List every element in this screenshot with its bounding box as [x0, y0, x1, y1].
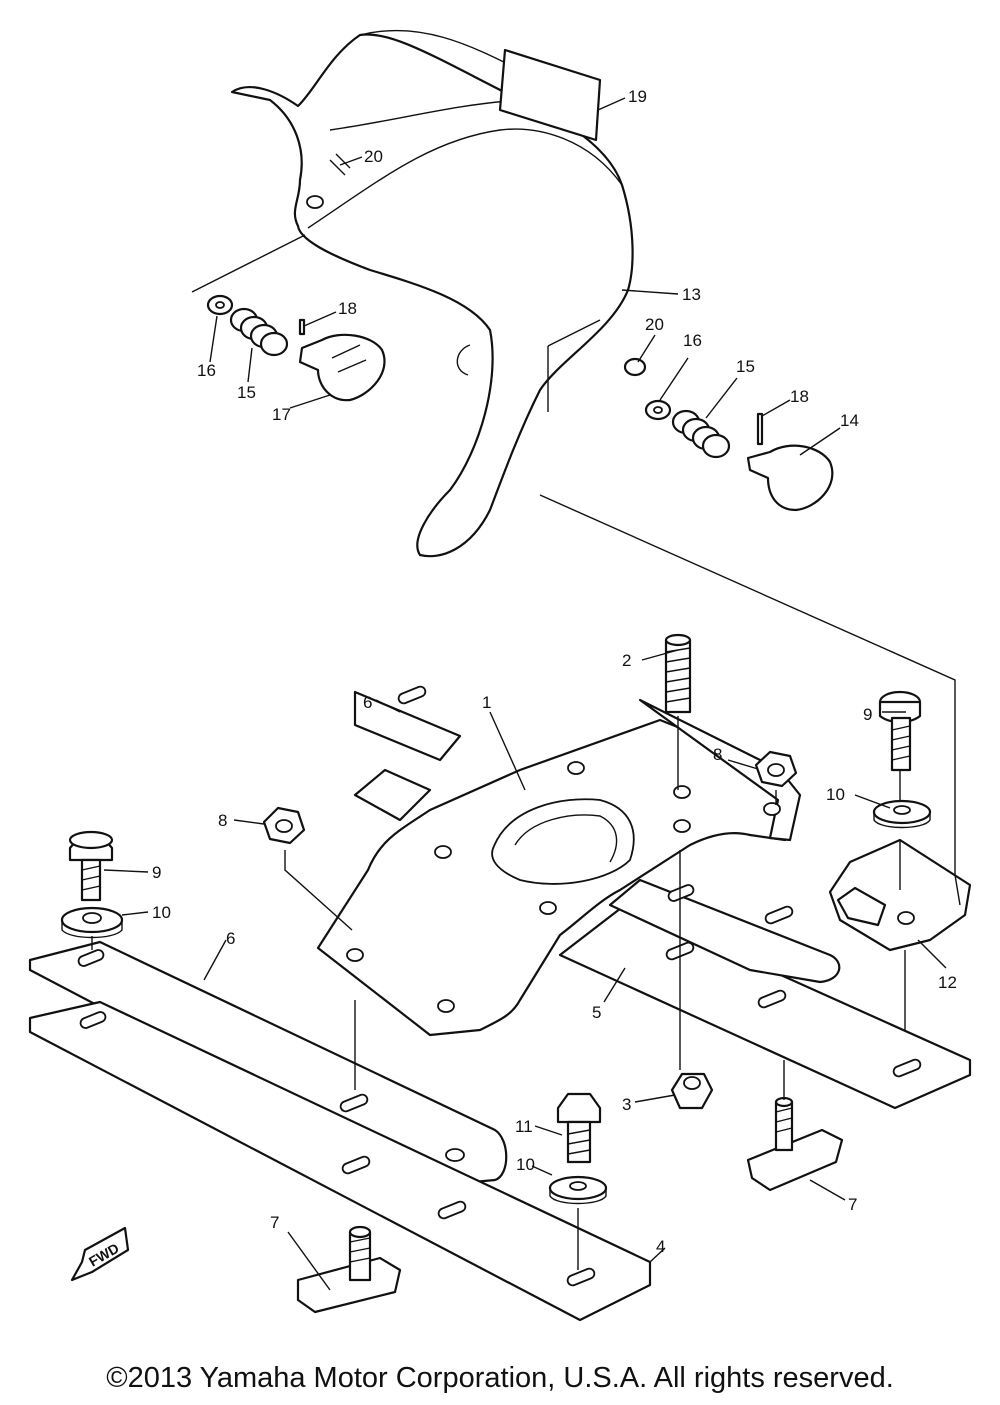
callout-10-right: 10 — [826, 785, 845, 804]
callout-20-top: 20 — [364, 147, 383, 166]
callout-6-top: 6 — [363, 693, 372, 712]
fwd-arrow-icon: FWD — [70, 1226, 130, 1282]
spring-part-15-left — [229, 307, 289, 357]
pin-part-18-right — [756, 412, 764, 446]
stud-part-2 — [664, 633, 692, 714]
nut-part-8-left — [262, 806, 306, 845]
callout-10-lower: 10 — [516, 1155, 535, 1174]
callout-8-right: 8 — [713, 745, 722, 764]
callout-2: 2 — [622, 651, 631, 670]
callout-14: 14 — [840, 411, 859, 430]
rail-plate-part-4 — [28, 1000, 652, 1322]
bolt-part-11 — [556, 1092, 602, 1164]
callout-16-right: 16 — [683, 331, 702, 350]
nut-part-8-right — [754, 750, 798, 788]
callout-20-right: 20 — [645, 315, 664, 334]
callout-15-right: 15 — [736, 357, 755, 376]
callout-6-lower: 6 — [226, 929, 235, 948]
callout-7-right: 7 — [848, 1195, 857, 1214]
callout-18-right: 18 — [790, 387, 809, 406]
callout-3: 3 — [622, 1095, 631, 1114]
rail-plate-part-5 — [558, 878, 972, 1110]
copyright-notice: ©2013 Yamaha Motor Corporation, U.S.A. A… — [106, 1362, 894, 1394]
knob-part-17 — [298, 333, 386, 402]
callout-15-left: 15 — [237, 383, 256, 402]
callout-19: 19 — [628, 87, 647, 106]
knob-assembly-left — [206, 294, 386, 402]
washer-part-10-right — [872, 799, 932, 829]
callout-10-left: 10 — [152, 903, 171, 922]
callout-17: 17 — [272, 405, 291, 424]
emblem-part-19 — [498, 48, 602, 142]
hinge-bracket-part-12 — [828, 838, 972, 952]
washer-part-10-left — [60, 906, 124, 939]
clip-stud-part-7-right — [746, 1096, 844, 1192]
spring-part-15-right — [671, 409, 731, 459]
callout-labels: 19 20 13 18 16 15 17 20 16 15 18 14 2 6 … — [152, 87, 957, 1256]
callout-9-left: 9 — [152, 863, 161, 882]
plate-part-6-upper — [353, 685, 462, 822]
callout-9-right: 9 — [863, 705, 872, 724]
bolt-part-9-left — [68, 830, 114, 902]
callout-11: 11 — [515, 1117, 533, 1136]
callout-5: 5 — [592, 1003, 601, 1022]
callout-13: 13 — [682, 285, 701, 304]
callout-8-left: 8 — [218, 811, 227, 830]
bolt-part-9-right — [878, 690, 922, 772]
clip-part-20-right — [623, 357, 647, 377]
callout-7-left: 7 — [270, 1213, 279, 1232]
callout-1: 1 — [482, 693, 491, 712]
washer-part-10-lower — [548, 1175, 608, 1205]
callout-16-left: 16 — [197, 361, 216, 380]
knob-assembly-right — [623, 357, 834, 512]
pin-part-18-left — [298, 318, 306, 336]
leader-lines — [103, 97, 947, 1291]
seat-cowl-part-13 — [230, 29, 634, 558]
nut-part-3 — [670, 1072, 714, 1110]
clip-stud-part-7-left — [296, 1225, 402, 1314]
knob-part-14 — [746, 444, 834, 512]
callout-4: 4 — [656, 1237, 665, 1256]
callout-12: 12 — [938, 973, 957, 992]
callout-18-left: 18 — [338, 299, 357, 318]
